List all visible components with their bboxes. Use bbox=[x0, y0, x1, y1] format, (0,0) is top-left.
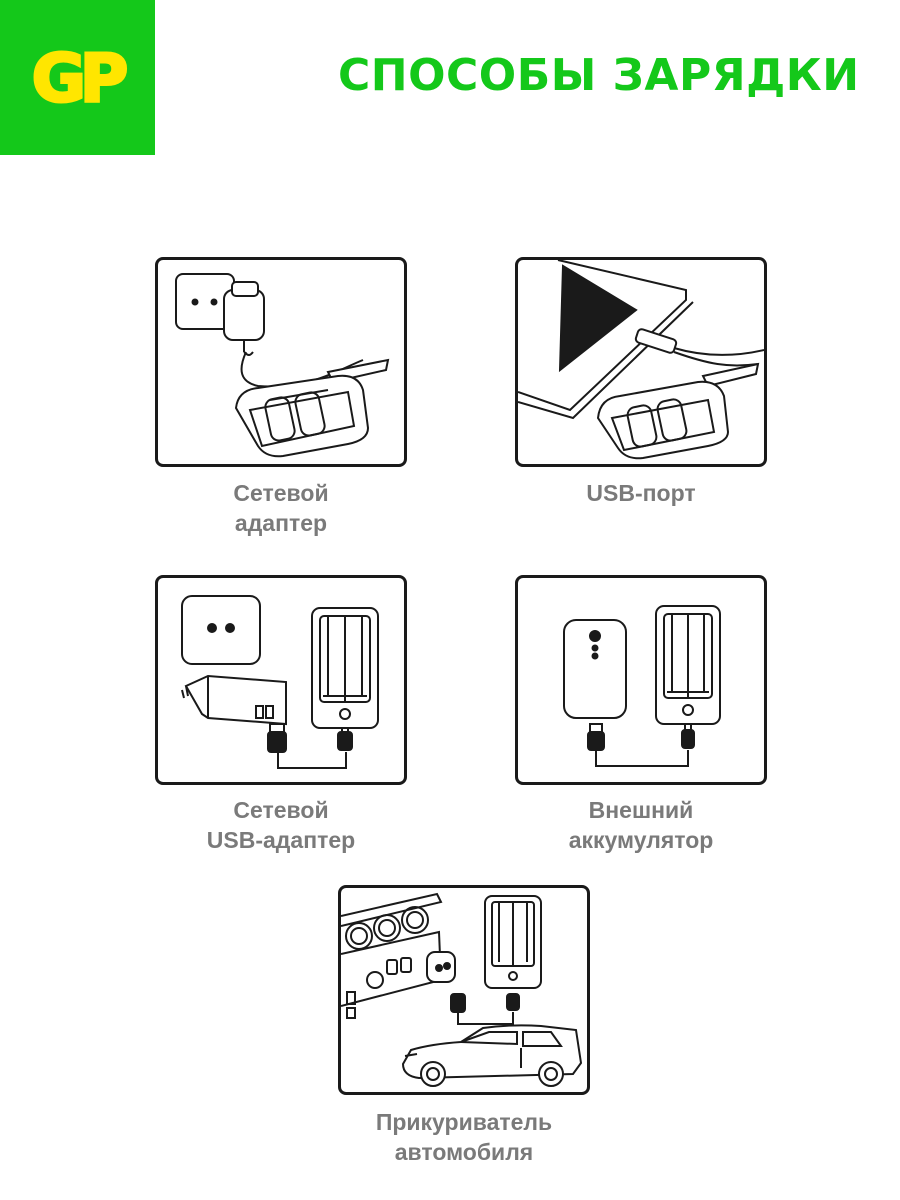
card-usb-wall-adapter bbox=[155, 575, 407, 785]
usb-port-illustration bbox=[518, 260, 764, 460]
power-bank-illustration bbox=[563, 605, 721, 767]
usb-wall-adapter-illustration bbox=[181, 595, 379, 769]
car-charger-illustration bbox=[341, 892, 583, 1087]
card-car-charger bbox=[338, 885, 590, 1095]
gp-logo: GP bbox=[0, 0, 155, 155]
page-title: СПОСОБЫ ЗАРЯДКИ bbox=[338, 50, 860, 101]
logo-text: GP bbox=[32, 40, 126, 117]
wall-adapter-illustration bbox=[175, 273, 390, 458]
card-usb-port bbox=[515, 257, 767, 467]
card-wall-adapter bbox=[155, 257, 407, 467]
card-power-bank bbox=[515, 575, 767, 785]
caption-usb-port: USB-порт bbox=[586, 480, 696, 506]
